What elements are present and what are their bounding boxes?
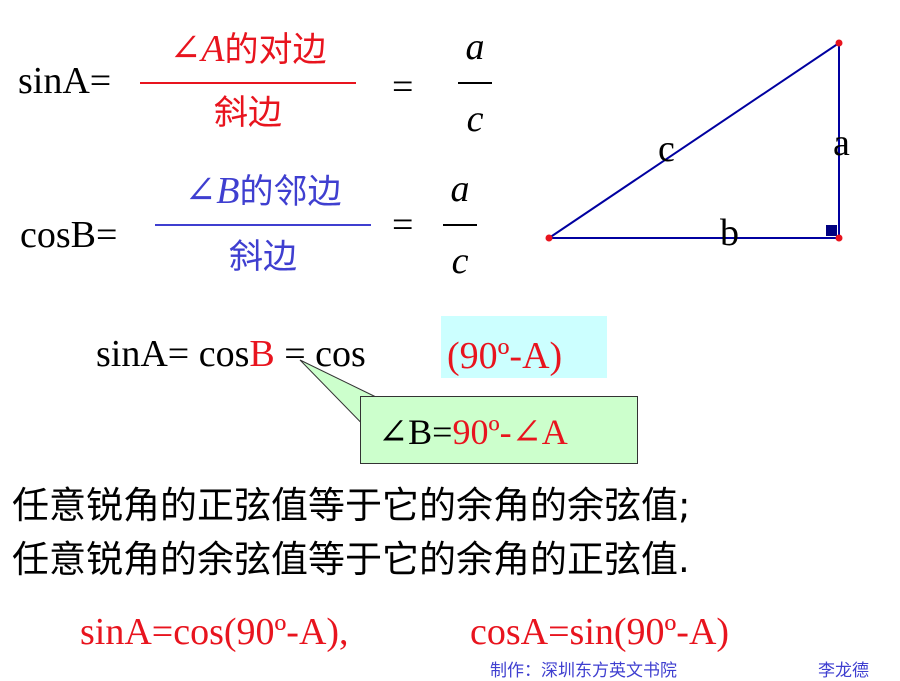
- vertex-right-angle-point: [835, 234, 843, 242]
- sin-numerator-angle: ∠A: [169, 28, 225, 70]
- footer-author: 李龙德: [818, 661, 869, 681]
- callout-value: 90º-∠A: [452, 412, 568, 452]
- cos-ratio-top: a: [450, 168, 470, 210]
- cos-denominator: 斜边: [229, 237, 297, 277]
- identity-part1: sinA= cos: [96, 333, 250, 375]
- cos-ratio-bar: [443, 224, 477, 226]
- cos-ratio-bottom: c: [451, 240, 469, 282]
- sin-numerator: ∠A的对边: [140, 30, 356, 68]
- sin-equals: =: [392, 66, 414, 108]
- callout-box: [360, 396, 638, 464]
- sin-ratio-bar: [458, 82, 492, 84]
- formula-right: cosA=sin(90º-A): [470, 611, 730, 653]
- cos-numerator: ∠B的邻边: [155, 172, 371, 210]
- sin-numerator-text: 的对边: [224, 30, 327, 70]
- identity-part2: = cos: [274, 333, 366, 375]
- statement-line-1: 任意锐角的正弦值等于它的余角的余弦值;: [12, 484, 691, 527]
- cos-numerator-text: 的邻边: [239, 172, 342, 212]
- sin-ratio-bottom: c: [466, 98, 484, 140]
- identity-highlight-text: (90º-A): [447, 335, 563, 377]
- vertex-top-point: [835, 39, 843, 47]
- cos-numerator-angle: ∠B: [184, 170, 240, 212]
- sin-ratio-top: a: [465, 26, 485, 68]
- label-hypotenuse: c: [658, 128, 675, 170]
- formula-left: sinA=cos(90º-A),: [80, 611, 349, 653]
- identity-b: B: [249, 333, 275, 375]
- footer-credit: 制作：深圳东方英文书院: [490, 661, 677, 681]
- callout-angle-b: ∠B=: [378, 412, 453, 452]
- highlight-box: [441, 316, 607, 378]
- cos-lhs: cosB=: [20, 214, 118, 256]
- vertex-a-point: [545, 234, 553, 242]
- identity-line: sinA= cosB = cos: [96, 335, 366, 373]
- callout-text: ∠B=90º-∠A: [378, 414, 568, 450]
- label-base-side: b: [720, 212, 739, 254]
- statement-line-2: 任意锐角的余弦值等于它的余角的正弦值.: [12, 538, 690, 581]
- sin-denominator: 斜边: [214, 93, 282, 133]
- label-vertical-side: a: [833, 122, 850, 164]
- cos-equals: =: [392, 204, 414, 246]
- triangle-shape: [545, 41, 840, 239]
- sin-fraction-bar: [140, 82, 356, 84]
- cos-fraction-bar: [155, 224, 371, 226]
- right-angle-marker: [826, 225, 837, 236]
- sin-lhs: sinA=: [18, 60, 112, 102]
